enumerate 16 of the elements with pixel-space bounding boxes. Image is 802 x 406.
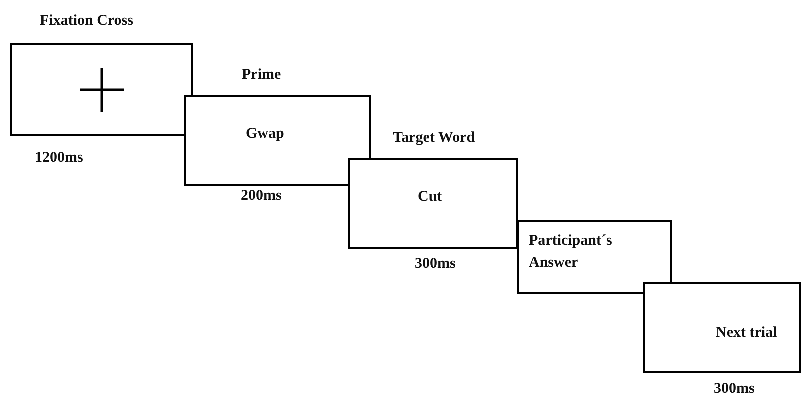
stimulus-screen [348,158,518,249]
stimulus-screen [184,95,371,186]
screen-heading: Fixation Cross [40,13,134,30]
stimulus-screen [517,220,672,294]
duration-label: 200ms [241,188,282,205]
stimulus-screen [10,43,193,136]
screen-text: Gwap [246,125,286,144]
duration-label: 300ms [415,256,456,273]
duration-label: 300ms [714,381,755,398]
screen-text: Next trial [716,324,778,343]
screen-text: Participant´s Answer [529,232,614,273]
screen-text: Cut [418,188,444,207]
stimulus-screen [643,282,801,373]
screen-heading: Prime [242,67,282,84]
duration-label: 1200ms [35,150,84,167]
screen-heading: Target Word [393,130,476,147]
